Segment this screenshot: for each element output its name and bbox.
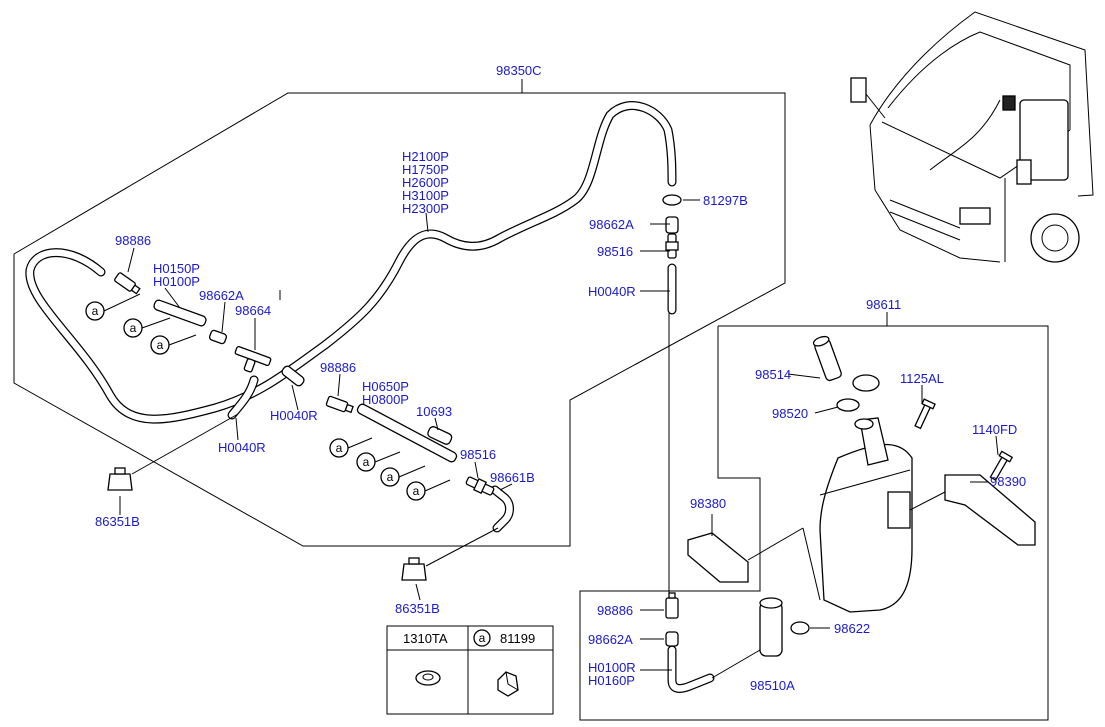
label-98662a-left: 98662A xyxy=(199,288,244,303)
connector-mid-part xyxy=(465,476,495,496)
label-hose-code-5: H2300P xyxy=(402,201,449,216)
elbow-hose xyxy=(490,485,514,533)
label-98662a-right: 98662A xyxy=(589,217,634,232)
label-h0800p: H0800P xyxy=(362,392,409,407)
label-98662a-low: 98662A xyxy=(588,632,633,647)
label-98886-mid: 98886 xyxy=(320,360,356,375)
bracket-left-part xyxy=(687,532,749,583)
svg-text:a: a xyxy=(157,338,164,352)
label-h0650p: H0650P xyxy=(362,379,409,394)
label-98661b: 98661B xyxy=(490,470,535,485)
label-98622: 98622 xyxy=(834,621,870,636)
truck-illustration xyxy=(850,11,1094,263)
nozzle-left-part xyxy=(107,467,133,491)
connector-right-part xyxy=(665,233,679,259)
label-h0160p: H0160P xyxy=(588,673,635,688)
label-h0100r: H0100R xyxy=(588,660,636,675)
label-98886-low: 98886 xyxy=(597,603,633,618)
seal-ring-part xyxy=(836,398,860,412)
pump-outlet-hose xyxy=(667,645,715,693)
filler-cap-part xyxy=(852,374,880,392)
label-98520: 98520 xyxy=(772,406,808,421)
label-hose-code-1: H2100P xyxy=(402,149,449,164)
label-10693: 10693 xyxy=(416,404,452,419)
label-hose-code-3: H2600P xyxy=(402,175,449,190)
hose-mid-short-part xyxy=(281,365,305,387)
callout-a-marker: a xyxy=(329,437,373,458)
reservoir-group-outline xyxy=(579,312,1049,721)
label-98886-left: 98886 xyxy=(115,233,151,248)
label-98350c: 98350C xyxy=(496,63,542,78)
svg-text:a: a xyxy=(130,321,137,335)
svg-text:a: a xyxy=(387,470,394,484)
joint-a-left-part xyxy=(208,329,228,345)
label-1140fd: 1140FD xyxy=(972,422,1017,437)
hose-piece-left xyxy=(153,299,207,327)
nozzle-left-hose xyxy=(227,375,259,420)
callout-a-marker: a xyxy=(85,293,141,321)
svg-text:a: a xyxy=(413,484,420,498)
callout-a-marker: a xyxy=(356,451,401,472)
label-hose-code-4: H3100P xyxy=(402,188,449,203)
hose-mid-long-part xyxy=(356,403,458,463)
label-h0100p: H0100P xyxy=(153,274,200,289)
grommet-part xyxy=(790,621,810,635)
reservoir-tank xyxy=(819,417,913,613)
legend-col1-header: 1310TA xyxy=(403,631,448,646)
pump-part xyxy=(711,597,783,679)
label-98664: 98664 xyxy=(235,303,271,318)
callout-markers: a a a a a a a xyxy=(85,293,451,501)
legend-col2-marker: a xyxy=(479,631,486,645)
legend-washer-icon xyxy=(415,670,441,686)
legend-clip-icon xyxy=(497,671,519,697)
legend-table: 1310TA a 81199 xyxy=(386,625,554,715)
nozzle-mid-part xyxy=(401,557,427,581)
filler-neck-part xyxy=(812,335,842,382)
label-98510a: 98510A xyxy=(750,678,795,693)
joint-a-right-part xyxy=(665,216,679,234)
tee-joint-part xyxy=(234,345,272,373)
clip-top-part xyxy=(662,194,682,206)
callout-a-marker: a xyxy=(380,465,426,487)
callout-a-marker: a xyxy=(123,317,171,338)
leader-lines xyxy=(119,199,999,671)
label-98514: 98514 xyxy=(755,367,791,382)
check-valve-left-part xyxy=(114,272,141,295)
label-86351b-left: 86351B xyxy=(95,514,140,529)
legend-col2-header: 81199 xyxy=(500,631,535,646)
callout-a-marker: a xyxy=(406,479,451,501)
svg-text:a: a xyxy=(336,441,343,455)
label-98516-mid: 98516 xyxy=(460,447,496,462)
main-group-outline xyxy=(13,79,786,547)
label-81297b: 81297B xyxy=(703,193,748,208)
label-h0150p: H0150P xyxy=(153,261,200,276)
svg-text:a: a xyxy=(363,455,370,469)
part-labels: 98350C H2100P H1750P H2600P H3100P H2300… xyxy=(95,63,1026,693)
label-98380: 98380 xyxy=(690,496,726,511)
label-h0040r-right: H0040R xyxy=(588,284,636,299)
joint-a-low-part xyxy=(665,631,679,647)
label-hose-code-2: H1750P xyxy=(402,162,449,177)
label-98516-right: 98516 xyxy=(597,244,633,259)
label-98390: 98390 xyxy=(990,474,1026,489)
sleeve-part xyxy=(427,426,453,445)
bracket-right-part xyxy=(944,474,1036,546)
label-h0040r-low: H0040R xyxy=(218,440,266,455)
callout-a-marker: a xyxy=(150,334,197,355)
label-h0040r-mid: H0040R xyxy=(270,408,318,423)
check-valve-mid-part xyxy=(325,395,354,414)
label-98611: 98611 xyxy=(866,297,901,312)
check-valve-low-part xyxy=(665,592,679,619)
bolt-top-part xyxy=(914,398,936,430)
label-1125al: 1125AL xyxy=(900,371,944,386)
bolt-right-part xyxy=(989,450,1014,482)
label-86351b-mid: 86351B xyxy=(395,601,440,616)
svg-text:a: a xyxy=(92,304,99,318)
main-washer-hose xyxy=(25,101,677,424)
